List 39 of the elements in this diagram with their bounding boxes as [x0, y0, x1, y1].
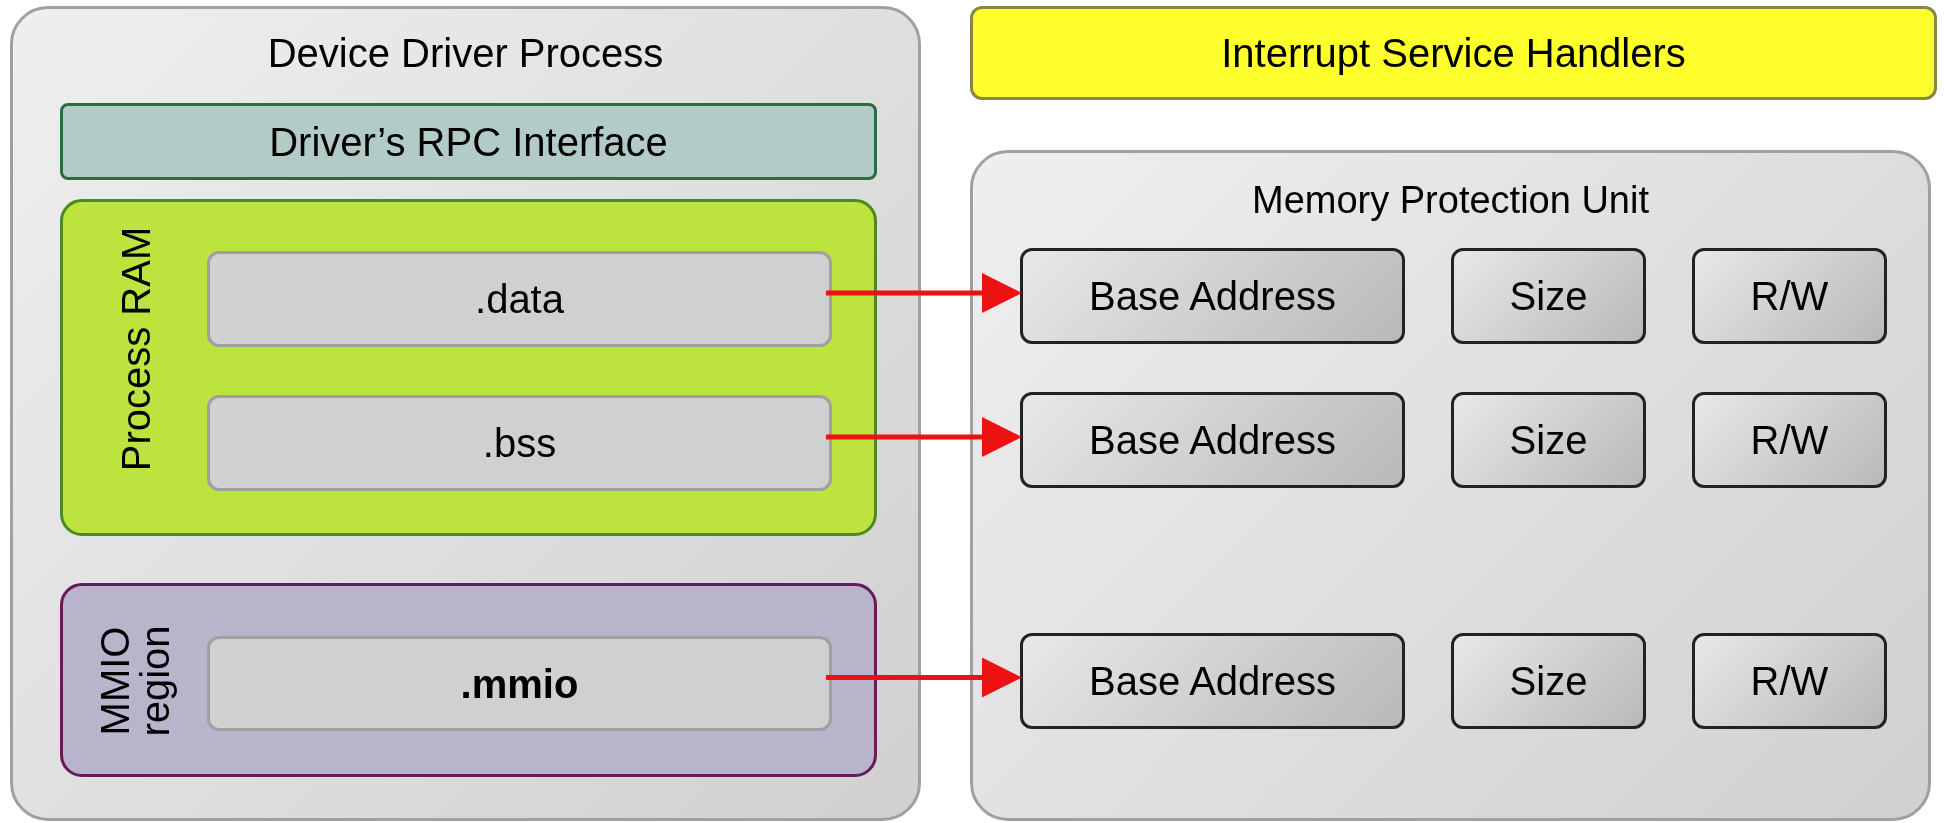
panel-title: Process RAM	[115, 225, 155, 473]
box-label: Driver’s RPC Interface	[268, 119, 669, 164]
banner-box	[970, 6, 1937, 100]
box-label: Size	[1508, 417, 1589, 463]
register-field-box	[1020, 392, 1405, 488]
box-label: .bss	[481, 420, 558, 466]
memory-region-panel	[60, 583, 877, 777]
box-label: .data	[474, 276, 565, 322]
arrow	[826, 273, 1022, 313]
register-field-box	[1451, 633, 1646, 729]
box-label: Size	[1508, 658, 1589, 704]
register-field-box	[1692, 633, 1887, 729]
panel-title: Memory Protection Unit	[1251, 179, 1650, 222]
box-label: R/W	[1749, 658, 1830, 704]
box-label: Base Address	[1088, 273, 1337, 319]
panel-title: Device Driver Process	[266, 31, 665, 76]
arrow	[826, 657, 1022, 698]
register-field-box	[1020, 248, 1405, 344]
container-panel	[10, 6, 921, 821]
box-label: R/W	[1749, 417, 1830, 463]
section-box	[207, 636, 832, 731]
register-field-box	[1692, 392, 1887, 488]
box-label: Size	[1508, 273, 1589, 319]
box-label: Base Address	[1088, 658, 1337, 704]
interface-bar	[60, 103, 877, 180]
section-box	[207, 395, 832, 491]
box-label: Base Address	[1088, 417, 1337, 463]
box-label: .mmio	[459, 661, 580, 706]
panel-title: MMIO region	[95, 624, 175, 739]
register-field-box	[1451, 248, 1646, 344]
container-panel	[970, 150, 1931, 821]
box-label: R/W	[1749, 273, 1830, 319]
section-box	[207, 251, 832, 347]
register-field-box	[1692, 248, 1887, 344]
memory-region-panel	[60, 199, 877, 536]
box-label: Interrupt Service Handlers	[1220, 30, 1687, 76]
register-field-box	[1020, 633, 1405, 729]
arrow	[826, 417, 1022, 457]
register-field-box	[1451, 392, 1646, 488]
